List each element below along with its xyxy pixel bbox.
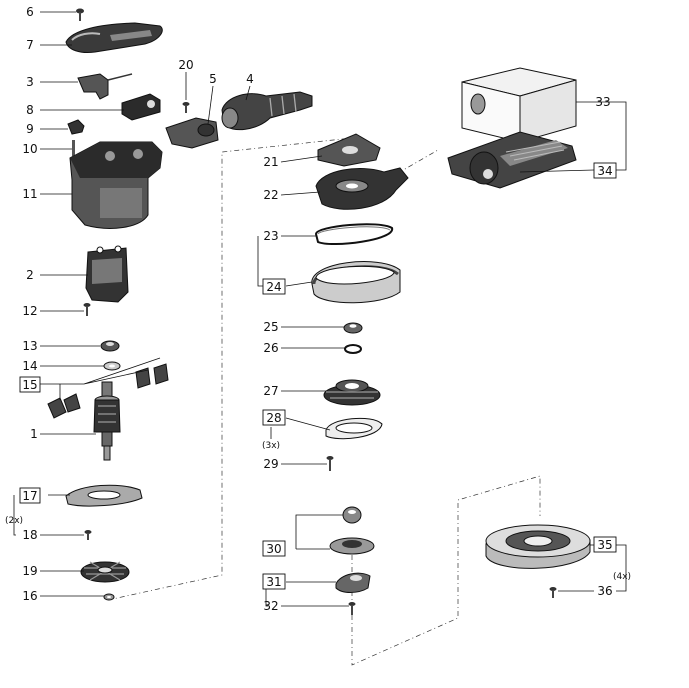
part-1-armature bbox=[93, 381, 121, 461]
label-part-18: 18 bbox=[22, 528, 37, 542]
part-36-screw bbox=[549, 587, 557, 598]
part-18-screw bbox=[84, 530, 92, 540]
part-number-labels: 6 7 3 8 9 10 11 2 12 13 14 15 1 17 (2x) … bbox=[5, 5, 631, 613]
label-part-2: 2 bbox=[26, 268, 34, 282]
part-8-switch-slider bbox=[121, 93, 161, 121]
label-part-8: 8 bbox=[26, 103, 34, 117]
label-part-11: 11 bbox=[22, 187, 37, 201]
label-qty-29: (3x) bbox=[262, 441, 280, 451]
part-15-carbon-brushes bbox=[47, 363, 169, 419]
label-part-12: 12 bbox=[22, 304, 37, 318]
part-29-screw bbox=[326, 456, 334, 471]
part-2-field-coil bbox=[85, 245, 129, 303]
label-qty-18: (2x) bbox=[5, 516, 23, 526]
part-24-skirt bbox=[311, 261, 401, 304]
label-part-1: 1 bbox=[30, 427, 38, 441]
part-14-washer bbox=[103, 361, 121, 371]
label-part-10: 10 bbox=[22, 142, 37, 156]
part-6-screw bbox=[76, 8, 84, 21]
label-part-16: 16 bbox=[22, 589, 37, 603]
label-part-28: 28 bbox=[266, 411, 281, 425]
part-23-gasket bbox=[314, 223, 393, 245]
label-part-31: 31 bbox=[266, 575, 281, 589]
label-part-24: 24 bbox=[266, 280, 281, 294]
part-30-bearing-assembly bbox=[329, 506, 375, 555]
label-part-29: 29 bbox=[263, 457, 278, 471]
label-part-30: 30 bbox=[266, 542, 281, 556]
part-32-screw bbox=[348, 602, 356, 615]
label-part-5: 5 bbox=[209, 72, 217, 86]
part-35-sanding-pad bbox=[485, 524, 591, 569]
part-26-ring bbox=[344, 344, 362, 354]
part-4-drive-shaft bbox=[221, 91, 313, 131]
part-16-nut bbox=[103, 593, 115, 601]
part-10-pin bbox=[72, 140, 75, 156]
label-part-20: 20 bbox=[178, 58, 193, 72]
part-11-motor-housing bbox=[69, 141, 163, 229]
label-part-25: 25 bbox=[263, 320, 278, 334]
part-31-counterweight bbox=[335, 572, 371, 593]
part-22-dust-housing bbox=[315, 167, 409, 210]
leader-lines bbox=[13, 11, 627, 607]
label-part-13: 13 bbox=[22, 339, 37, 353]
label-qty-36: (4x) bbox=[613, 572, 631, 582]
label-part-36: 36 bbox=[597, 584, 612, 598]
label-part-4: 4 bbox=[246, 72, 254, 86]
label-part-22: 22 bbox=[263, 188, 278, 202]
label-boxes bbox=[19, 162, 617, 590]
label-part-26: 26 bbox=[263, 341, 278, 355]
label-part-34: 34 bbox=[597, 164, 612, 178]
label-part-33: 33 bbox=[595, 95, 610, 109]
part-17-plate bbox=[65, 484, 143, 507]
label-part-9: 9 bbox=[26, 122, 34, 136]
part-20-screw bbox=[182, 102, 190, 113]
label-part-17: 17 bbox=[22, 489, 37, 503]
part-25-bearing bbox=[343, 322, 363, 334]
label-part-14: 14 bbox=[22, 359, 37, 373]
label-part-15: 15 bbox=[22, 378, 37, 392]
label-part-32: 32 bbox=[263, 599, 278, 613]
part-12-screw bbox=[83, 303, 91, 316]
part-19-fan bbox=[80, 561, 130, 583]
label-part-27: 27 bbox=[263, 384, 278, 398]
part-5-eccentric-clamp bbox=[165, 117, 219, 149]
part-9-small-clip bbox=[67, 119, 85, 135]
label-part-3: 3 bbox=[26, 75, 34, 89]
label-part-21: 21 bbox=[263, 155, 278, 169]
part-13-bearing bbox=[100, 340, 120, 352]
part-21-base-plate bbox=[317, 133, 381, 167]
label-part-7: 7 bbox=[26, 38, 34, 52]
part-34-filter-base bbox=[447, 131, 577, 189]
part-7-top-cover bbox=[65, 22, 163, 53]
assembly-guide-lines bbox=[107, 137, 541, 666]
label-part-19: 19 bbox=[22, 564, 37, 578]
part-33-filter-box bbox=[461, 67, 577, 143]
part-27-fan-impeller bbox=[323, 379, 381, 406]
part-28-brake-ring bbox=[325, 417, 383, 440]
label-part-6: 6 bbox=[26, 5, 34, 19]
part-3-switch-bracket bbox=[77, 73, 133, 100]
label-part-35: 35 bbox=[597, 538, 612, 552]
label-part-23: 23 bbox=[263, 229, 278, 243]
